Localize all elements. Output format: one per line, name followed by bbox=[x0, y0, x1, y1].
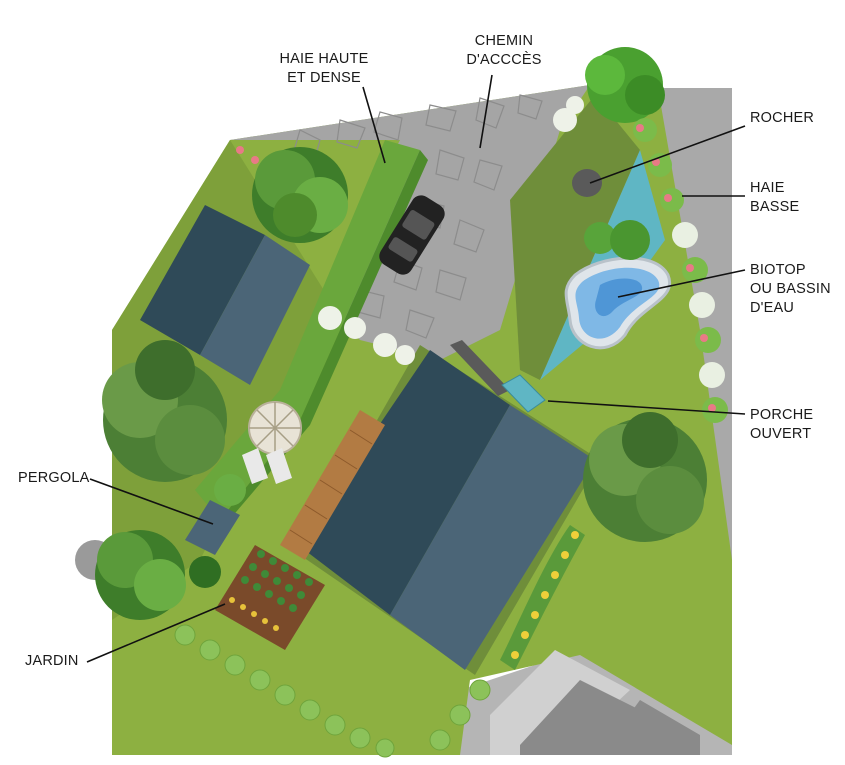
pergola bbox=[185, 500, 240, 555]
light-cone bbox=[510, 95, 640, 380]
low-hedge bbox=[633, 118, 728, 423]
leader-rocher bbox=[589, 125, 746, 184]
tree-top-left bbox=[252, 147, 348, 243]
tree-left-big bbox=[102, 340, 227, 482]
label-haie-basse: HAIE BASSE bbox=[750, 179, 799, 217]
label-haie-haute-line-2: ET DENSE bbox=[287, 70, 361, 86]
leader-biotop bbox=[617, 269, 746, 298]
label-porche-line-2: OUVERT bbox=[750, 426, 812, 442]
label-biotop-line-1: BIOTOP bbox=[750, 262, 806, 278]
small-shrubs bbox=[189, 220, 650, 588]
label-rocher: ROCHER bbox=[750, 109, 814, 128]
label-pergola-line-1: PERGOLA bbox=[18, 470, 90, 486]
left-house-roof-dark bbox=[140, 205, 265, 355]
parking-slabs bbox=[490, 650, 700, 755]
label-biotop-line-3: D'EAU bbox=[750, 300, 795, 316]
label-chemin: CHEMIN D'ACCCÈS bbox=[448, 32, 560, 70]
yellow-flower-bed bbox=[500, 525, 585, 670]
label-biotop-line-2: OU BASSIN bbox=[750, 281, 831, 297]
tree-right bbox=[583, 412, 707, 542]
hedge-roses bbox=[236, 124, 716, 412]
label-haie-haute: HAIE HAUTE ET DENSE bbox=[268, 50, 380, 88]
left-house-roof-light bbox=[200, 235, 310, 385]
leader-jardin bbox=[86, 603, 226, 663]
label-jardin: JARDIN bbox=[25, 652, 79, 671]
tall-hedge-shade bbox=[220, 150, 428, 525]
main-house-roof-light bbox=[390, 405, 595, 670]
label-pergola: PERGOLA bbox=[18, 469, 90, 488]
bottom-hedge bbox=[174, 624, 491, 758]
leader-lines bbox=[86, 74, 746, 663]
label-haie-basse-line-2: BASSE bbox=[750, 199, 800, 215]
label-jardin-line-1: JARDIN bbox=[25, 653, 79, 669]
label-porche: PORCHE OUVERT bbox=[750, 406, 813, 444]
car bbox=[379, 195, 445, 275]
leader-chemin bbox=[479, 74, 493, 149]
label-chemin-line-1: CHEMIN bbox=[474, 33, 534, 49]
white-flower-bushes bbox=[318, 96, 584, 365]
leader-pergola bbox=[89, 478, 214, 525]
vegetable-rows bbox=[241, 550, 313, 612]
deck-planks bbox=[289, 429, 373, 545]
wooden-deck bbox=[280, 410, 385, 560]
main-house-roof-dark bbox=[298, 350, 510, 615]
label-biotop: BIOTOP OU BASSIN D'EAU bbox=[750, 261, 831, 318]
label-haie-basse-line-1: HAIE bbox=[750, 180, 785, 196]
palm-top bbox=[585, 47, 665, 123]
open-porch bbox=[501, 374, 546, 413]
leader-porche bbox=[547, 400, 746, 415]
tree-bottom-left bbox=[75, 530, 186, 620]
lounge-chair-2 bbox=[266, 448, 292, 484]
label-rocher-line-1: ROCHER bbox=[750, 110, 815, 126]
rock bbox=[572, 169, 602, 197]
leader-haie-haute bbox=[362, 86, 386, 164]
label-chemin-line-2: D'ACCCÈS bbox=[466, 52, 542, 68]
label-porche-line-1: PORCHE bbox=[750, 407, 814, 423]
label-haie-haute-line-1: HAIE HAUTE bbox=[279, 51, 369, 67]
lounge-chair-1 bbox=[242, 448, 268, 484]
roof-vent bbox=[450, 340, 510, 396]
parasol-ribs bbox=[249, 402, 301, 454]
flower-row bbox=[229, 597, 279, 631]
